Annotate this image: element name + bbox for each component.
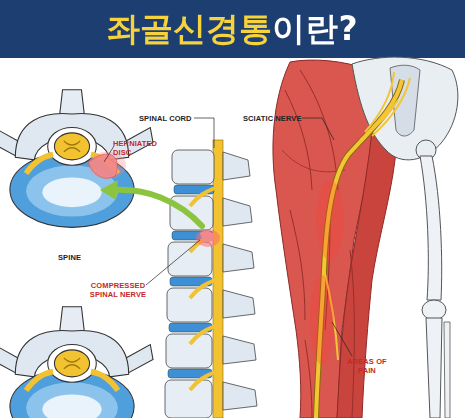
nerve-roots — [190, 372, 215, 390]
leader-lines — [302, 118, 334, 140]
compression-spot — [196, 229, 220, 247]
posterior-processes — [223, 152, 257, 410]
compression-spot — [200, 231, 214, 242]
vertebra-stack — [167, 288, 212, 322]
leader-lines — [332, 322, 352, 356]
nerve-roots — [190, 280, 215, 298]
leg-bones — [420, 156, 450, 418]
leg-bones — [426, 318, 442, 418]
posterior-processes — [223, 244, 254, 272]
title-band — [0, 0, 465, 58]
vertebra-top — [0, 90, 153, 228]
title-band: 좌골신경통이란? — [0, 0, 465, 58]
vertebra-bottom — [0, 307, 153, 418]
green-arrow — [100, 180, 118, 200]
green-arrow — [114, 190, 202, 226]
posterior-processes — [223, 336, 256, 364]
nerve-roots — [190, 188, 215, 206]
part-label: SPINAL CORD — [139, 114, 199, 123]
vertebra-bottom — [0, 307, 153, 418]
pelvis-bone — [352, 57, 458, 160]
green-arrow — [100, 180, 202, 226]
posterior-processes — [223, 290, 255, 318]
vertebra-stack — [166, 334, 212, 368]
compression-spot — [196, 229, 220, 247]
pain-highlight — [310, 275, 334, 365]
vertebra-stack — [165, 150, 214, 418]
nerve-roots — [190, 326, 215, 344]
part-label: COMPRESSED SPINAL NERVE — [88, 281, 148, 299]
leader-lines — [146, 240, 200, 285]
sciatic-nerve — [316, 72, 410, 418]
title-text: 좌골신경통이란? — [107, 9, 357, 49]
vertebra-stack — [172, 150, 214, 184]
spine-column — [165, 140, 257, 418]
part-label: SPINE — [58, 253, 98, 262]
leg-bones — [444, 322, 450, 418]
pain-highlight — [316, 180, 344, 260]
vertebra-stack — [165, 380, 212, 418]
posterior-processes — [223, 152, 250, 180]
leg-bones — [420, 156, 442, 300]
leg-bones — [422, 300, 446, 320]
leader-lines — [104, 146, 114, 162]
posterior-processes — [223, 382, 257, 410]
posterior-processes — [223, 198, 252, 226]
part-label: AREAS OF PAIN — [346, 357, 388, 375]
part-label: SCIATIC NERVE — [243, 114, 305, 123]
pain-highlight — [310, 180, 344, 365]
leg-illustration — [282, 150, 345, 172]
vertebra-stack — [168, 242, 212, 276]
vertebra-top — [0, 90, 153, 228]
leader-lines — [194, 118, 214, 148]
part-label: HERNIATED DISC — [113, 139, 157, 157]
title-band — [0, 0, 465, 58]
leader-lines — [104, 118, 352, 356]
sciatic-nerve — [360, 72, 410, 140]
pelvis-bone — [352, 57, 458, 160]
